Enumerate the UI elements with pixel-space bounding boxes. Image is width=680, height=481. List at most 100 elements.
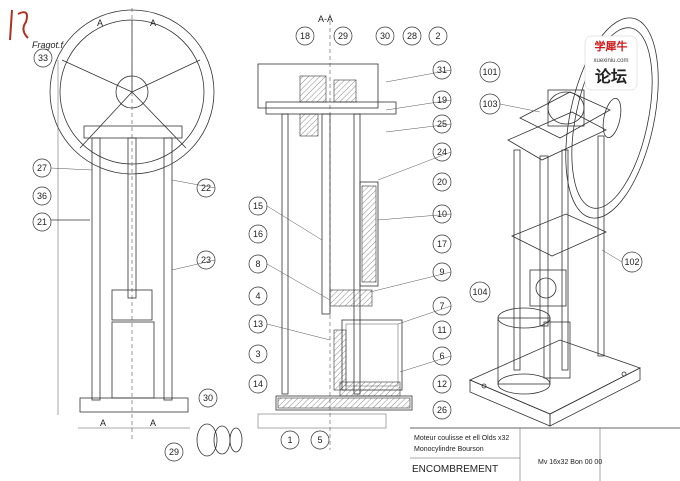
balloon: 104	[469, 281, 491, 303]
svg-text:22: 22	[201, 183, 211, 193]
balloon: 3	[248, 344, 268, 364]
title-line2: Monocylindre Bourson	[414, 446, 484, 453]
svg-text:12: 12	[437, 379, 447, 389]
balloon: 2	[428, 26, 448, 46]
svg-text:18: 18	[300, 31, 310, 41]
balloon: 27	[32, 158, 52, 178]
balloon: 8	[248, 254, 268, 274]
balloon: 21	[32, 212, 52, 232]
balloon: 5	[310, 430, 330, 450]
svg-text:36: 36	[37, 191, 47, 201]
svg-text:16: 16	[253, 229, 263, 239]
svg-text:30: 30	[203, 393, 213, 403]
balloons-mid-left: 15 16 8 4 13 3 14 1 5	[248, 196, 330, 450]
svg-text:29: 29	[338, 31, 348, 41]
balloon: 4	[248, 286, 268, 306]
balloons-mid-right: 31 19 25 24 20 10 17 9 7 11 6 12 26	[432, 60, 452, 420]
svg-text:29: 29	[169, 447, 179, 457]
balloon: 17	[432, 234, 452, 254]
drawing-ref: Mv 16x32 Bon 00 00	[538, 459, 602, 466]
cut-mark-a-bottom-left: A	[100, 418, 106, 428]
balloon: 36	[32, 186, 52, 206]
balloon: 23	[196, 250, 216, 270]
svg-text:3: 3	[255, 349, 260, 359]
balloon: 1	[280, 430, 300, 450]
title-block: Moteur coulisse et ell Olds x32 Monocyli…	[410, 427, 680, 481]
logo-text: Fragot.f	[32, 40, 65, 50]
svg-text:101: 101	[482, 67, 497, 77]
balloon: 9	[432, 262, 452, 282]
watermark: 学犀牛 xuexiniu.com 论坛	[584, 35, 638, 91]
svg-text:14: 14	[253, 379, 263, 389]
section-label: A-A	[318, 14, 333, 24]
drawing-title: ENCOMBREMENT	[412, 464, 498, 475]
svg-text:104: 104	[472, 287, 487, 297]
svg-text:31: 31	[437, 65, 447, 75]
svg-text:103: 103	[482, 99, 497, 109]
balloon: 10	[432, 204, 452, 224]
svg-text:102: 102	[624, 257, 639, 267]
balloon: 18	[295, 26, 315, 46]
svg-text:5: 5	[317, 435, 322, 445]
watermark-line2: 论坛	[595, 67, 627, 86]
svg-text:26: 26	[437, 405, 447, 415]
balloon: 12	[432, 374, 452, 394]
section-view: A-A	[257, 14, 413, 450]
balloon: 29	[164, 442, 184, 462]
cut-mark-a-right: A	[150, 18, 156, 28]
balloon: 11	[432, 320, 452, 340]
svg-text:21: 21	[37, 217, 47, 227]
svg-text:20: 20	[437, 177, 447, 187]
balloon: 33	[33, 48, 53, 68]
svg-text:7: 7	[439, 301, 444, 311]
balloon: 7	[432, 296, 452, 316]
title-line1: Moteur coulisse et ell Olds x32	[414, 435, 509, 442]
watermark-line1: 学犀牛	[595, 39, 628, 53]
balloon: 31	[432, 60, 452, 80]
logo: Fragot.f	[9, 9, 65, 50]
svg-text:28: 28	[407, 31, 417, 41]
svg-text:9: 9	[439, 267, 444, 277]
balloon: 25	[432, 114, 452, 134]
svg-text:24: 24	[437, 147, 447, 157]
balloon: 24	[432, 142, 452, 162]
svg-text:1: 1	[287, 435, 292, 445]
balloons-mid-top: 18 29 30 28 2	[295, 26, 448, 46]
balloon: 102	[621, 251, 643, 273]
balloon: 30	[375, 26, 395, 46]
svg-text:17: 17	[437, 239, 447, 249]
svg-text:25: 25	[437, 119, 447, 129]
svg-text:4: 4	[255, 291, 260, 301]
svg-text:19: 19	[437, 95, 447, 105]
leader-lines	[50, 69, 623, 373]
svg-text:8: 8	[255, 259, 260, 269]
svg-text:10: 10	[437, 209, 447, 219]
balloon: 13	[248, 314, 268, 334]
cut-mark-a-left: A	[97, 18, 103, 28]
svg-text:15: 15	[253, 201, 263, 211]
balloon: 101	[479, 61, 501, 83]
svg-text:30: 30	[380, 31, 390, 41]
balloon: 103	[479, 93, 501, 115]
balloons-left: 33 27 36 21 22 23 30 29	[32, 48, 218, 462]
svg-text:27: 27	[37, 163, 47, 173]
svg-text:13: 13	[253, 319, 263, 329]
cut-mark-a-bottom-right: A	[150, 418, 156, 428]
balloon: 20	[432, 172, 452, 192]
svg-text:6: 6	[439, 351, 444, 361]
balloon: 14	[248, 374, 268, 394]
balloon: 30	[198, 388, 218, 408]
balloons-iso: 103 101 102 104	[469, 61, 643, 303]
balloon: 15	[248, 196, 268, 216]
balloon: 29	[333, 26, 353, 46]
svg-text:2: 2	[435, 31, 440, 41]
balloon: 26	[432, 400, 452, 420]
svg-text:33: 33	[38, 53, 48, 63]
front-elevation: A A A A	[49, 8, 243, 457]
watermark-url: xuexiniu.com	[593, 58, 628, 64]
balloon: 19	[432, 90, 452, 110]
balloon: 22	[196, 178, 216, 198]
balloon: 28	[402, 26, 422, 46]
